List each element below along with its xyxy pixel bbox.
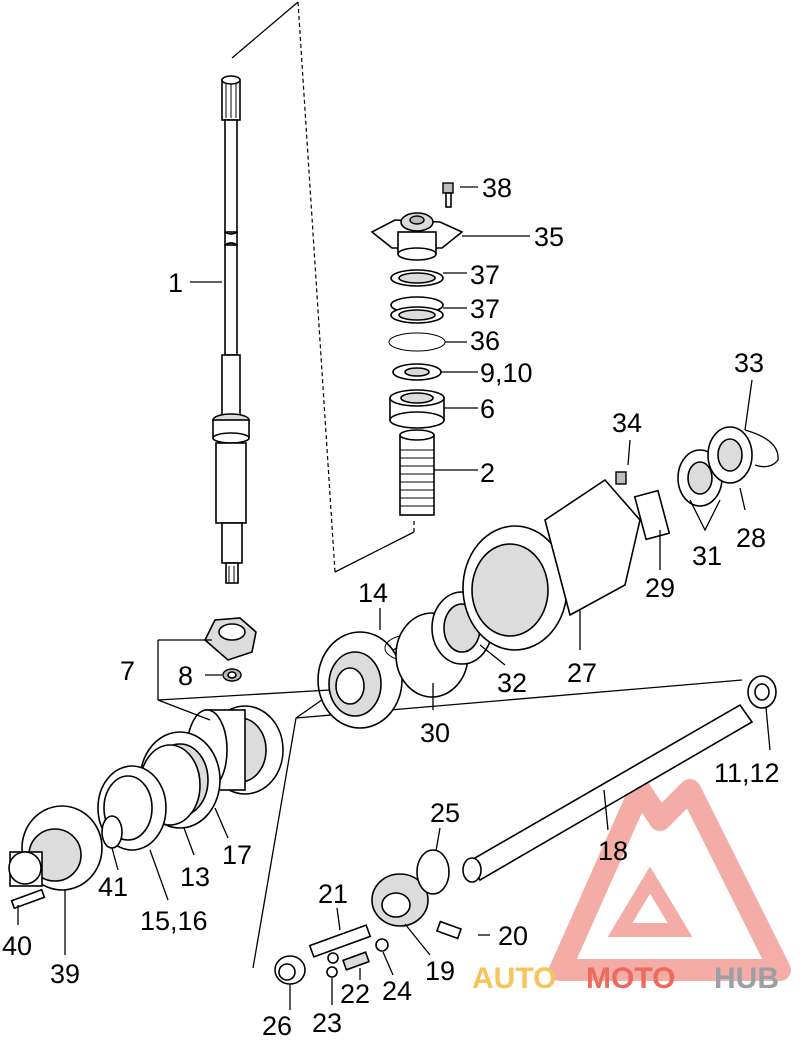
label-36: 36 xyxy=(470,326,500,356)
bearing-housing-39 xyxy=(8,805,123,910)
bearing-31 xyxy=(677,426,753,507)
label-11-12: 11,12 xyxy=(714,758,780,788)
label-24: 24 xyxy=(382,976,412,1006)
shaft-housing-stack xyxy=(370,182,464,516)
label-1: 1 xyxy=(168,268,183,298)
shift-ring-25 xyxy=(416,849,450,895)
label-8: 8 xyxy=(178,661,193,691)
watermark-hub: HUB xyxy=(714,962,779,995)
label-9-10: 9,10 xyxy=(480,358,533,388)
label-23: 23 xyxy=(312,1008,342,1038)
label-34: 34 xyxy=(612,408,642,438)
label-14: 14 xyxy=(358,578,388,608)
propeller-shaft xyxy=(462,675,777,883)
label-30: 30 xyxy=(420,718,450,748)
label-25: 25 xyxy=(430,798,460,828)
drive-shaft xyxy=(212,75,250,584)
label-38: 38 xyxy=(482,173,512,203)
label-15-16: 15,16 xyxy=(140,906,208,936)
label-27: 27 xyxy=(567,658,597,688)
watermark-triangle-icon xyxy=(549,779,791,981)
label-31: 31 xyxy=(692,541,722,571)
label-37-lower: 37 xyxy=(470,294,500,324)
label-17: 17 xyxy=(222,840,252,870)
label-41: 41 xyxy=(98,872,128,902)
part-labels: 1 2 6 7 8 9,10 11,12 13 14 15,16 17 18 1… xyxy=(2,173,780,1040)
small-balls xyxy=(326,938,389,978)
pinion-gear xyxy=(204,617,257,682)
label-20: 20 xyxy=(498,921,528,951)
label-26: 26 xyxy=(262,1011,292,1040)
bushing-26 xyxy=(274,955,306,985)
label-33: 33 xyxy=(734,348,764,378)
label-19: 19 xyxy=(425,956,455,986)
label-28: 28 xyxy=(736,523,766,553)
gearcase-cap-27 xyxy=(462,471,671,651)
label-32: 32 xyxy=(497,668,527,698)
label-6: 6 xyxy=(480,394,495,424)
watermark-moto: MOTO xyxy=(586,962,675,995)
label-7: 7 xyxy=(120,656,135,686)
leader-lines xyxy=(17,186,771,1010)
label-18: 18 xyxy=(598,836,628,866)
circlip-33 xyxy=(744,429,779,468)
label-22: 22 xyxy=(340,979,370,1009)
label-21: 21 xyxy=(318,879,348,909)
watermark-auto: AUTO xyxy=(472,962,556,995)
watermark-text: AUTO MOTO HUB xyxy=(472,962,779,995)
label-13: 13 xyxy=(180,862,210,892)
label-35: 35 xyxy=(534,222,564,252)
label-2: 2 xyxy=(480,458,495,488)
label-37-upper: 37 xyxy=(470,260,500,290)
label-40: 40 xyxy=(2,931,32,961)
pin-20 xyxy=(435,920,463,940)
clutch-dog-19 xyxy=(371,873,429,927)
label-39: 39 xyxy=(50,959,80,989)
watermark-logo xyxy=(549,779,791,981)
pin-21 xyxy=(308,924,372,958)
spring-22 xyxy=(341,951,371,971)
label-29: 29 xyxy=(645,573,675,603)
